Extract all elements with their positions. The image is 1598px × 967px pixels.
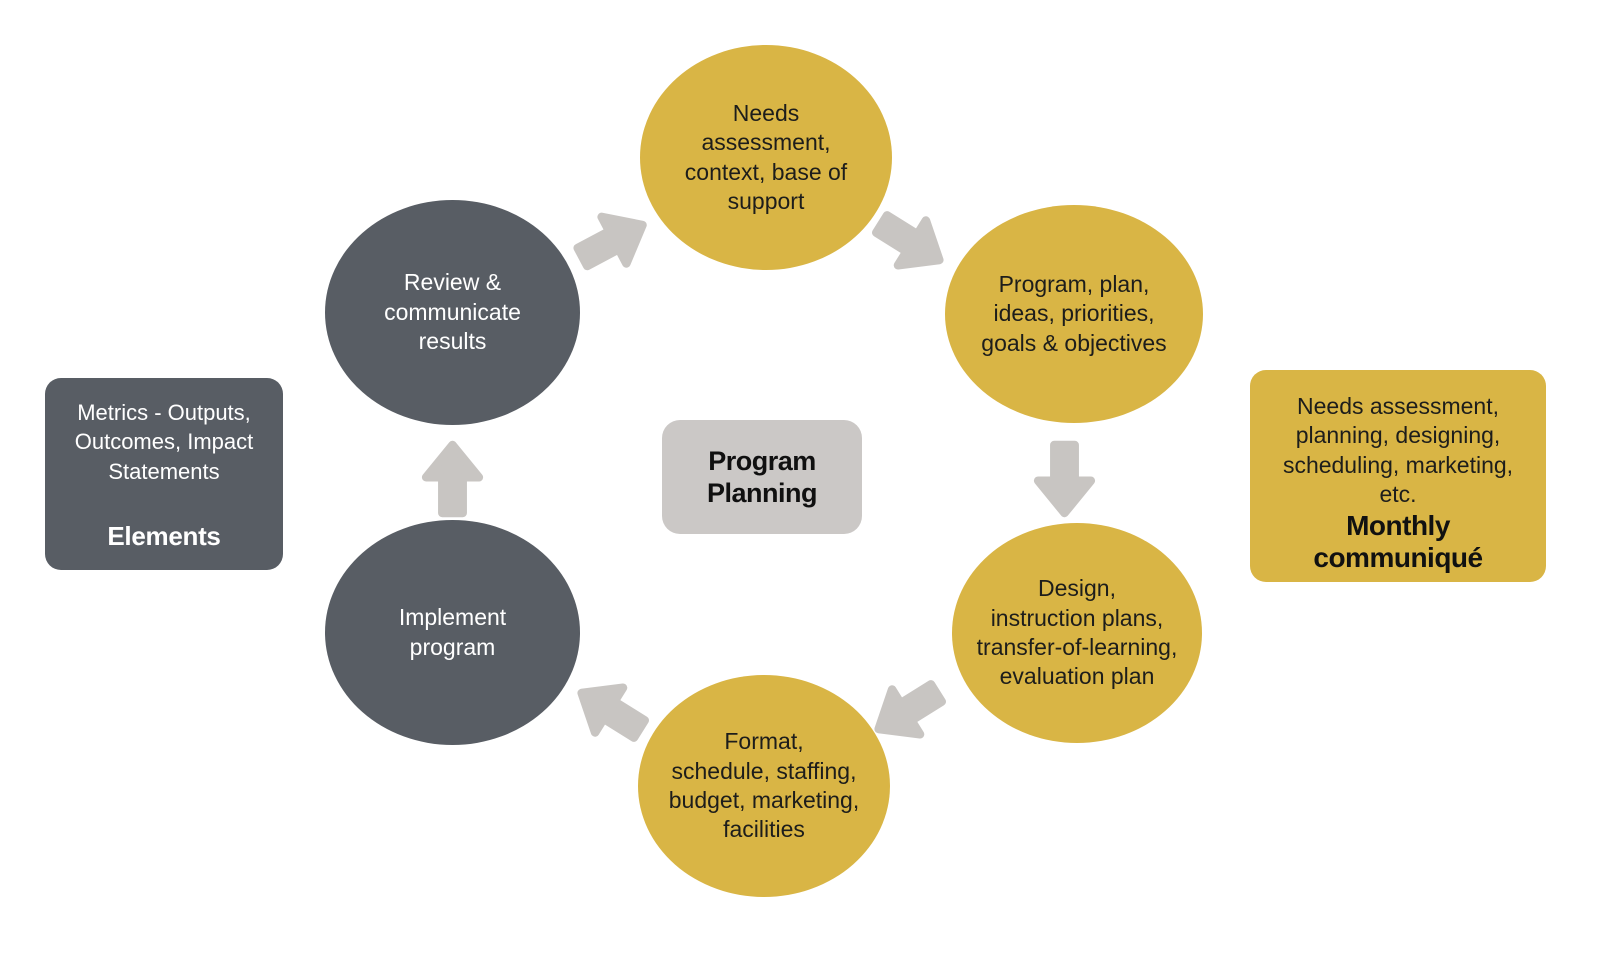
- node-review-communicate-label: Review & communicate results: [384, 269, 521, 355]
- callout-elements-body: Metrics - Outputs, Outcomes, Impact Stat…: [74, 400, 254, 484]
- callout-monthly-communique-heading: Monthly communiqué: [1313, 509, 1483, 573]
- node-implement-program: Implement program: [325, 520, 580, 745]
- node-format-label: Format, schedule, staffing, budget, mark…: [668, 728, 860, 843]
- node-needs-assessment: Needs assessment, context, base of suppo…: [640, 45, 892, 270]
- arrow-format-to-implement-icon: [554, 655, 667, 766]
- arrow-design-to-format-icon: [851, 655, 964, 766]
- callout-elements-heading: Elements: [107, 521, 221, 551]
- node-program-plan: Program, plan, ideas, priorities, goals …: [945, 205, 1203, 423]
- arrow-needs-to-program-icon: [854, 186, 967, 297]
- callout-monthly-communique: Needs assessment, planning, designing, s…: [1250, 370, 1546, 582]
- node-needs-assessment-label: Needs assessment, context, base of suppo…: [684, 99, 848, 214]
- callout-monthly-communique-body: Needs assessment, planning, designing, s…: [1282, 393, 1514, 508]
- node-program-plan-label: Program, plan, ideas, priorities, goals …: [981, 270, 1167, 356]
- node-implement-program-label: Implement program: [398, 604, 507, 660]
- center-title-box: Program Planning: [662, 420, 862, 534]
- arrow-review-to-needs-icon: [557, 187, 669, 296]
- node-format: Format, schedule, staffing, budget, mark…: [638, 675, 890, 897]
- node-design-label: Design, instruction plans, transfer-of-l…: [976, 575, 1178, 690]
- page-title: Program Planning: [707, 445, 818, 508]
- callout-elements: Metrics - Outputs, Outcomes, Impact Stat…: [45, 378, 283, 570]
- arrow-program-to-design-icon: [1026, 437, 1104, 522]
- node-design: Design, instruction plans, transfer-of-l…: [952, 523, 1202, 743]
- arrow-implement-to-review-icon: [414, 437, 492, 522]
- node-review-communicate: Review & communicate results: [325, 200, 580, 425]
